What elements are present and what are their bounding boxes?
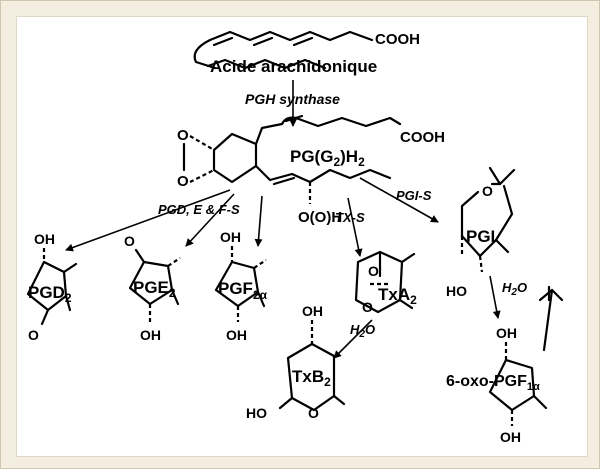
pgh2-structure: O O COOH O(O)H PG(G2)H2: [177, 114, 445, 226]
pgd2-o-label: O: [28, 327, 39, 343]
arrow-to-pgf2a: [254, 195, 263, 247]
arrow-to-pgi: [359, 177, 439, 223]
pgh-synthase-label: PGH synthase: [245, 91, 340, 107]
arachidonic-acid-structure: COOH Acide arachidonique: [193, 30, 420, 76]
txb2-ho-label: HO: [246, 405, 267, 421]
pgi-structure: O HO PGI: [446, 166, 516, 299]
pge2-oh-label: OH: [140, 327, 161, 343]
pgf2a-oh-bottom-label: OH: [226, 327, 247, 343]
arachidonic-cooh-label: COOH: [375, 31, 420, 48]
pgi-ho-label: HO: [446, 283, 467, 299]
pgd2-oh-label: OH: [34, 231, 55, 247]
pgh2-o-top: O: [177, 127, 189, 144]
pge2-o-label: O: [124, 233, 135, 249]
tx-synthase-label: TX-S: [335, 210, 365, 225]
diagram-panel: [16, 16, 588, 457]
pge2-structure: O OH PGE2: [124, 233, 181, 343]
txa2-structure: O O TxA2: [354, 250, 417, 315]
pge2-label: PGE2: [133, 278, 176, 300]
pgf2a-label: PGF2α: [218, 279, 268, 302]
arrow-to-6-oxo-pgf1a: [489, 275, 501, 319]
arachidonic-acid-label: Acide arachidonique: [210, 57, 377, 76]
pgd2-label: PGD2: [28, 283, 72, 305]
6-oxo-pgf1a-oh-top-label: OH: [496, 325, 517, 341]
h2o-tx-label: H2O: [350, 322, 375, 340]
pgf2a-oh-top-label: OH: [220, 229, 241, 245]
6-oxo-pgf1a-structure: OH OH 6-oxo-PGF1α: [446, 285, 564, 445]
pgd2-structure: OH O PGD2: [26, 231, 78, 343]
txb2-structure: OH HO O TxB2: [246, 303, 346, 421]
pgh2-oooh-label: O(O)H: [298, 209, 342, 226]
6-oxo-pgf1a-oh-bottom-label: OH: [500, 429, 521, 445]
pgh2-cooh-label: COOH: [400, 129, 445, 146]
txb2-label: TxB2: [292, 367, 331, 389]
pgh2-o-bottom: O: [177, 173, 189, 190]
6-oxo-pgf1a-label: 6-oxo-PGF1α: [446, 373, 540, 393]
arrow-to-pge2: [185, 193, 235, 247]
pgdef-synthase-label: PGD, E & F-S: [158, 202, 240, 217]
arrow-to-pgd2: [65, 189, 231, 252]
txb2-oh-label: OH: [302, 303, 323, 319]
arrow-to-txb2: [333, 319, 373, 359]
pgh2-label: PG(G2)H2: [290, 147, 365, 169]
txa2-label: TxA2: [378, 285, 417, 307]
txa2-o-top-label: O: [368, 263, 379, 279]
pgi-synthase-label: PGI-S: [396, 188, 432, 203]
txa2-o-bottom-label: O: [362, 299, 373, 315]
pgi-o-label: O: [482, 183, 493, 199]
txb2-o-label: O: [308, 405, 319, 421]
arrow-to-txa2: [347, 197, 363, 257]
pgi-label: PGI: [466, 227, 495, 246]
pgf2a-structure: OH OH PGF2α: [214, 229, 268, 343]
h2o-pgi-label: H2O: [502, 280, 527, 298]
